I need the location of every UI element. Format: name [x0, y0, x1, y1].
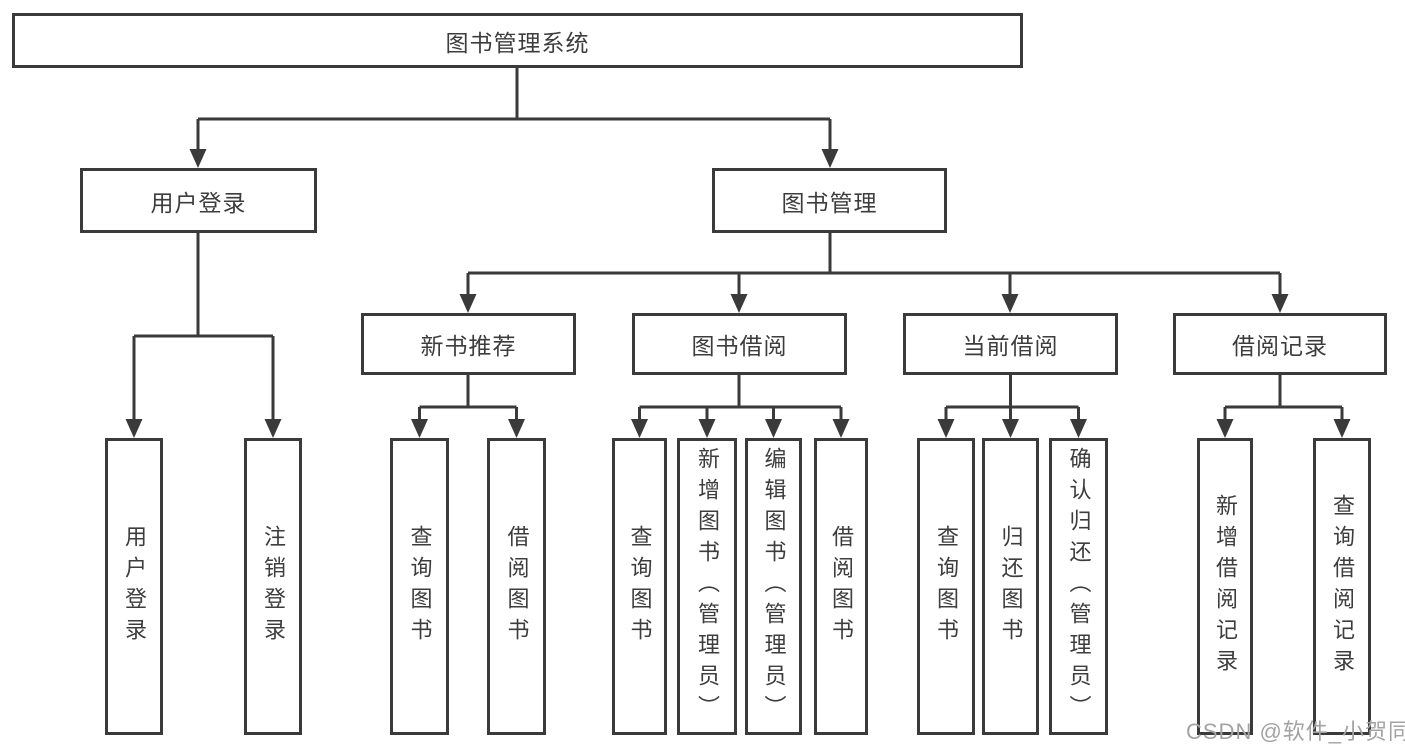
leaf-user-login: 用户登录 — [105, 438, 163, 735]
leaf-label: 查询图书 — [627, 524, 653, 649]
leaf-label: 查询图书 — [407, 524, 433, 649]
node-book-management: 图书管理 — [712, 168, 947, 233]
leaf-edit-book-admin: 编辑图书（管理员） — [745, 438, 802, 735]
leaf-borrow-books-borrowing: 借阅图书 — [814, 438, 868, 735]
edge-user-login-to-leaves — [125, 233, 282, 438]
csdn-watermark: CSDN @软件_小贺同学 — [1186, 719, 1405, 744]
leaf-label: 借阅图书 — [504, 524, 530, 649]
node-new-book-recommend: 新书推荐 — [361, 313, 576, 375]
node-label: 用户登录 — [150, 189, 247, 216]
leaf-logout: 注销登录 — [244, 438, 302, 735]
node-system-root: 图书管理系统 — [12, 13, 1023, 68]
leaf-label: 确认归还（管理员） — [1066, 447, 1092, 726]
leaf-query-books-recommend: 查询图书 — [390, 438, 449, 735]
leaf-query-books-current: 查询图书 — [917, 438, 975, 735]
leaf-label: 查询图书 — [934, 524, 959, 649]
leaf-label: 新增借阅记录 — [1213, 493, 1238, 680]
leaf-query-books-borrowing: 查询图书 — [612, 438, 667, 735]
leaf-label: 借阅图书 — [829, 524, 854, 649]
node-label: 当前借阅 — [962, 333, 1059, 359]
leaf-borrow-books-recommend: 借阅图书 — [487, 438, 546, 735]
leaf-confirm-return-admin: 确认归还（管理员） — [1049, 438, 1108, 735]
leaf-label: 注销登录 — [261, 524, 286, 649]
leaf-return-book: 归还图书 — [982, 438, 1039, 735]
node-label: 借阅记录 — [1232, 333, 1328, 359]
leaf-label: 用户登录 — [122, 524, 147, 649]
leaf-query-borrow-record: 查询借阅记录 — [1313, 438, 1371, 735]
node-user-login: 用户登录 — [80, 168, 317, 233]
node-borrowing-records: 借阅记录 — [1173, 313, 1387, 375]
edge-book-borrow-to-leaves — [631, 375, 850, 438]
edge-book-mgmt-to-level3 — [459, 233, 1289, 313]
leaf-label: 编辑图书（管理员） — [761, 447, 787, 726]
edge-borrow-record-to-leaves — [1216, 375, 1351, 438]
node-book-borrowing: 图书借阅 — [632, 313, 847, 375]
node-label: 图书借阅 — [691, 333, 788, 359]
node-label: 新书推荐 — [420, 333, 517, 359]
leaf-add-borrow-record: 新增借阅记录 — [1197, 438, 1253, 735]
leaf-label: 归还图书 — [998, 524, 1024, 649]
leaf-label: 查询借阅记录 — [1330, 493, 1355, 680]
node-current-borrowing: 当前借阅 — [903, 313, 1118, 375]
edge-current-borrow-to-leaves — [937, 375, 1087, 438]
edge-new-book-rec-to-leaves — [411, 375, 525, 438]
leaf-add-book-admin: 新增图书（管理员） — [677, 438, 737, 735]
edge-root-to-level2 — [189, 68, 839, 168]
node-label: 图书管理 — [781, 189, 878, 216]
leaf-label: 新增图书（管理员） — [695, 447, 720, 726]
node-label: 图书管理系统 — [445, 29, 590, 56]
